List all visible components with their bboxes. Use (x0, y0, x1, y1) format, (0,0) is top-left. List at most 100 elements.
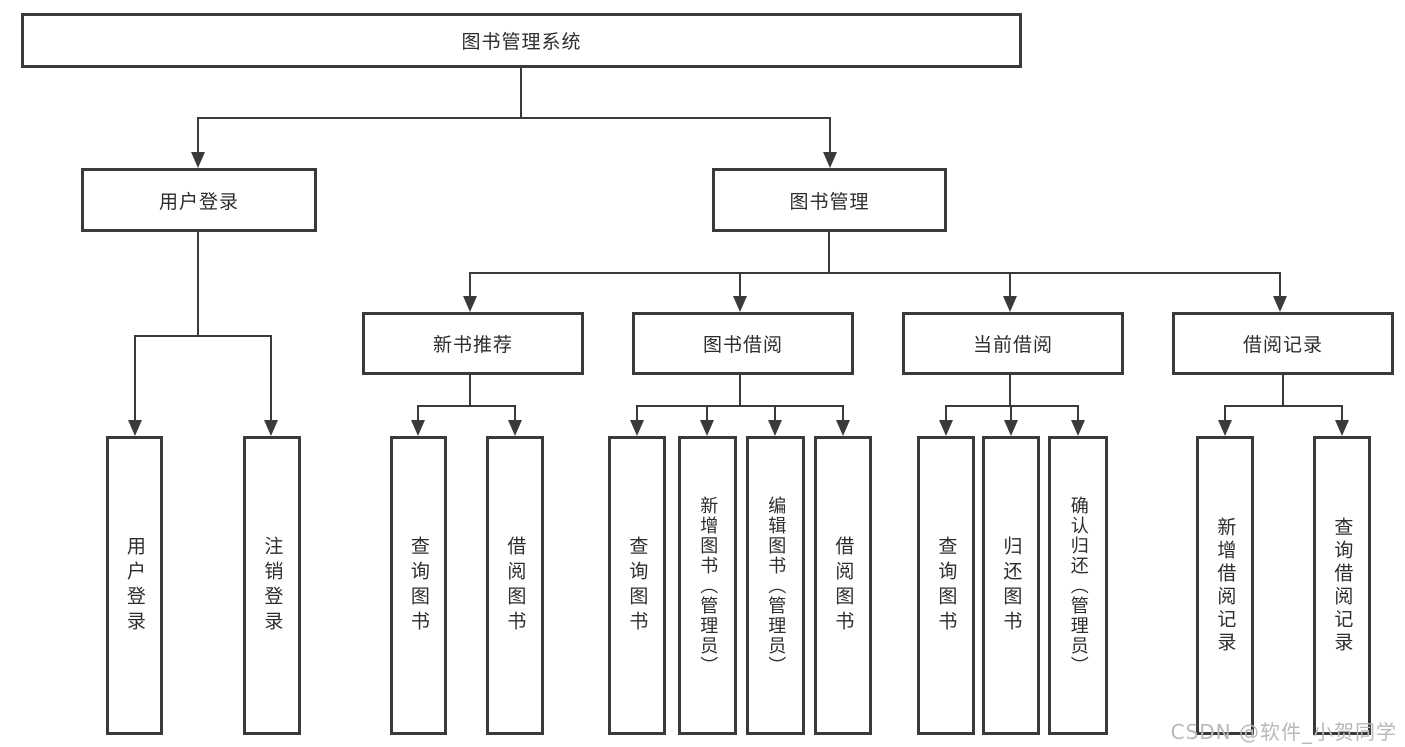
arrow-down (768, 406, 782, 436)
node-add-books-admin: 新增图书（管理员） (678, 436, 737, 735)
arrowhead-icon (508, 420, 522, 436)
arrowhead-icon (191, 152, 205, 168)
node-confirm-return-admin-label: 确认归还（管理员） (1067, 495, 1089, 676)
arrowhead-icon (768, 420, 782, 436)
node-user-login: 用户登录 (81, 168, 317, 232)
node-query-books-borrow: 查询图书 (608, 436, 666, 735)
node-user-login-label: 用户登录 (158, 190, 239, 213)
arrow-down (1004, 406, 1018, 436)
arrow-down (939, 406, 953, 436)
arrow-down (411, 406, 425, 436)
arrow-stem (1009, 273, 1011, 296)
node-borrow-books-leaf: 借阅图书 (814, 436, 872, 735)
arrowhead-icon (1004, 420, 1018, 436)
arrowhead-icon (128, 420, 142, 436)
arrowhead-icon (411, 420, 425, 436)
node-book-management-label: 图书管理 (789, 190, 870, 213)
arrowhead-icon (1335, 420, 1349, 436)
node-query-books-current-label: 查询图书 (935, 535, 958, 636)
arrow-stem (739, 273, 741, 296)
arrow-down (508, 406, 522, 436)
arrow-stem (1010, 406, 1012, 420)
connector-hline (469, 272, 1281, 274)
arrow-down (700, 406, 714, 436)
arrow-down (836, 406, 850, 436)
arrow-down (1071, 406, 1085, 436)
node-book-management: 图书管理 (712, 168, 947, 232)
node-current-borrowing: 当前借阅 (902, 312, 1124, 375)
arrow-down (1273, 273, 1287, 312)
arrow-stem (514, 406, 516, 420)
connector-hline (945, 405, 1079, 407)
connector-hline (1224, 405, 1343, 407)
node-query-books-borrow-label: 查询图书 (626, 535, 649, 636)
node-query-books-current: 查询图书 (917, 436, 975, 735)
arrow-down (191, 118, 205, 168)
arrowhead-icon (630, 420, 644, 436)
csdn-watermark: CSDN @软件_小贺同学 (1170, 720, 1397, 744)
arrow-stem (417, 406, 419, 420)
connector-vline (739, 374, 741, 406)
node-borrowing-records-label: 借阅记录 (1242, 334, 1323, 356)
arrowhead-icon (463, 296, 477, 312)
arrowhead-icon (700, 420, 714, 436)
connector-hline (197, 117, 831, 119)
arrow-stem (1341, 406, 1343, 420)
arrowhead-icon (1003, 296, 1017, 312)
arrow-down (463, 273, 477, 312)
node-new-book-recommendation: 新书推荐 (362, 312, 584, 375)
arrow-stem (636, 406, 638, 420)
arrow-stem (197, 118, 199, 152)
node-query-borrow-record-label: 查询借阅记录 (1331, 516, 1354, 655)
arrowhead-icon (823, 152, 837, 168)
connector-vline (1282, 374, 1284, 406)
node-borrowing-records: 借阅记录 (1172, 312, 1394, 375)
node-book-borrowing: 图书借阅 (632, 312, 854, 375)
arrow-stem (1077, 406, 1079, 420)
arrow-stem (706, 406, 708, 420)
arrow-down (1003, 273, 1017, 312)
node-return-books: 归还图书 (982, 436, 1040, 735)
node-logout-login-label: 注销登录 (261, 535, 284, 636)
connector-vline (197, 231, 199, 335)
arrowhead-icon (1071, 420, 1085, 436)
node-add-borrow-record-label: 新增借阅记录 (1214, 516, 1237, 655)
arrowhead-icon (1273, 296, 1287, 312)
node-logout-login: 注销登录 (243, 436, 301, 735)
node-new-book-recommendation-label: 新书推荐 (432, 334, 513, 356)
arrow-down (264, 336, 278, 436)
arrow-stem (842, 406, 844, 420)
arrow-stem (469, 273, 471, 296)
node-borrow-books-recommend-label: 借阅图书 (504, 535, 527, 636)
node-edit-books-admin: 编辑图书（管理员） (746, 436, 805, 735)
arrowhead-icon (733, 296, 747, 312)
arrow-stem (774, 406, 776, 420)
connector-vline (469, 374, 471, 406)
node-user-login-leaf: 用户登录 (106, 436, 163, 735)
arrow-down (630, 406, 644, 436)
node-borrow-books-leaf-label: 借阅图书 (832, 535, 855, 636)
node-book-borrowing-label: 图书借阅 (702, 334, 783, 356)
node-add-books-admin-label: 新增图书（管理员） (697, 495, 719, 676)
node-borrow-books-recommend: 借阅图书 (486, 436, 544, 735)
node-query-books-recommend: 查询图书 (390, 436, 447, 735)
arrow-stem (945, 406, 947, 420)
arrow-down (1335, 406, 1349, 436)
arrow-stem (829, 118, 831, 152)
arrow-down (733, 273, 747, 312)
node-current-borrowing-label: 当前借阅 (972, 334, 1053, 356)
arrow-down (823, 118, 837, 168)
connector-vline (520, 67, 522, 118)
arrow-down (128, 336, 142, 436)
arrow-stem (270, 336, 272, 420)
arrowhead-icon (836, 420, 850, 436)
node-edit-books-admin-label: 编辑图书（管理员） (765, 495, 787, 676)
arrowhead-icon (939, 420, 953, 436)
node-confirm-return-admin: 确认归还（管理员） (1048, 436, 1108, 735)
connector-hline (417, 405, 516, 407)
node-user-login-leaf-label: 用户登录 (123, 535, 146, 636)
node-query-books-recommend-label: 查询图书 (407, 535, 430, 636)
arrow-stem (134, 336, 136, 420)
node-query-borrow-record: 查询借阅记录 (1313, 436, 1371, 735)
